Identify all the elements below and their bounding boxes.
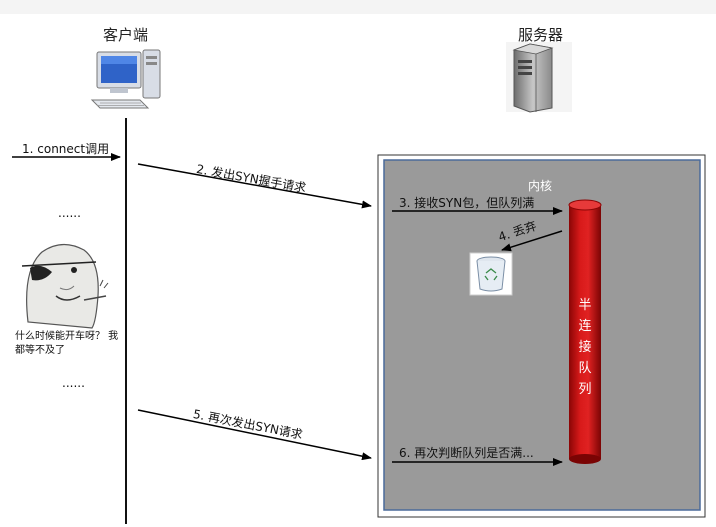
queue-char: 接 [578,340,592,355]
queue-char: 队 [578,361,592,376]
kernel-box [383,159,701,511]
queue-char: 半 [578,298,592,313]
queue-label: 半 连 接 队 列 [575,295,595,400]
step-3-label: 3. 接收SYN包，但队列满 [399,196,535,210]
queue-char: 连 [578,319,592,334]
arrow-discard [501,230,563,252]
client-title: 客户端 [103,26,149,44]
step-1-label: 1. connect调用 [22,142,110,156]
arrow-syn-retry [137,409,372,461]
client-computer-icon [90,49,161,109]
arrow-syn-request [137,163,372,209]
kernel-label: 内核 [528,179,553,193]
half-connection-queue [568,199,602,464]
ellipsis-bottom: ...... [62,376,85,390]
top-band [0,0,716,14]
meme-caption: 什么时候能开车呀？ 我都等不及了 [15,331,119,356]
meme-face-illustration [8,238,114,330]
server-title: 服务器 [518,26,564,44]
ellipsis-top: ...... [58,206,81,220]
queue-char: 列 [578,382,592,397]
recycle-bin-icon [469,252,513,296]
step-6-label: 6. 再次判断队列是否满... [399,446,534,460]
server-icon [506,42,572,113]
